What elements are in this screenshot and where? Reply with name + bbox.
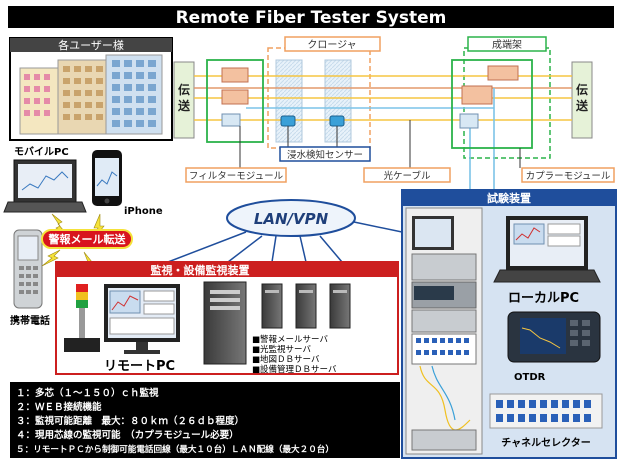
lan-vpn-cloud: LAN/VPN <box>167 199 403 263</box>
fiber-lines <box>194 75 572 198</box>
optical-cable-label-box: 光ケーブル <box>363 120 451 183</box>
transmission-left: 伝送 <box>173 61 195 139</box>
feature-item: ３：監視可能距離 最大：８０ｋｍ（２６ｄｂ程度） <box>16 415 244 427</box>
remote-pc-monitor <box>104 284 180 354</box>
coupler-module-label-box: カプラーモジュール <box>519 148 615 183</box>
joint-rack-region: 成端架 <box>463 36 551 159</box>
monitoring-box: 監視・設備監視装置 リモートPC <box>55 261 399 375</box>
cell-phone: 携帯電話 <box>10 229 50 327</box>
feature-item: ２：ＷＥＢ接続機能 <box>16 401 102 413</box>
feature-item: ４：現用芯線の監視可能 （カプラモジュール必要） <box>16 429 239 441</box>
title-bar: Remote Fiber Tester System <box>8 6 614 28</box>
page-title: Remote Fiber Tester System <box>176 8 447 28</box>
optical-cable-label: 光ケーブル <box>384 170 431 182</box>
signal-tower-icon <box>64 284 100 352</box>
server-list-item: ■地図ＤＢサーバ <box>252 354 320 365</box>
water-sensor-label-box: 浸水検知センサー <box>279 126 371 162</box>
users-box: 各ユーザー様 <box>9 37 173 141</box>
channel-selector-device <box>489 393 603 429</box>
features-box: １：多芯（１～１５０）ｃｈ監視 ２：ＷＥＢ接続機能 ３：監視可能距離 最大：８０… <box>10 382 400 458</box>
users-box-label: 各ユーザー様 <box>58 38 124 52</box>
transmission-right: 伝送 <box>571 61 593 139</box>
alarm-mail-banner: 警報メール転送 <box>41 229 133 249</box>
coupler-module-label: カプラーモジュール <box>526 171 611 182</box>
iphone-label: iPhone <box>124 206 163 217</box>
server-rack-icon <box>261 283 351 329</box>
server-tower-icon <box>203 281 247 365</box>
building-icon <box>19 54 163 135</box>
local-pc-label: ローカルPC <box>508 291 579 306</box>
mobile-pc-label: モバイルPC <box>14 146 69 158</box>
network-label: LAN/VPN <box>254 210 329 228</box>
water-sensor-icon <box>280 115 345 127</box>
server-list-item: ■光監視サーバ <box>252 344 311 355</box>
filter-module-group <box>206 59 264 143</box>
cell-phone-label: 携帯電話 <box>10 314 50 327</box>
feature-item: ５：リモートＰＣから制御可能電話回線（最大１０台）ＬＡＮ配線（最大２０台） <box>16 443 334 455</box>
test-equipment-label: 試験装置 <box>487 191 531 205</box>
coupler-module-group <box>451 59 533 149</box>
water-sensor-label: 浸水検知センサー <box>287 149 363 161</box>
mobile-pc: モバイルPC <box>3 146 87 213</box>
local-pc-laptop <box>493 216 601 283</box>
server-list-item: ■設備管理ＤＢサーバ <box>252 364 337 375</box>
feature-item: １：多芯（１～１５０）ｃｈ監視 <box>16 387 159 399</box>
server-list-item: ■警報メールサーバ <box>252 334 328 345</box>
closure-label: クロージャ <box>307 39 356 51</box>
test-equipment-box: 試験装置 ロ <box>401 189 617 459</box>
channel-selector-label: チャネルセレクター <box>501 437 591 449</box>
closure-region: クロージャ <box>267 36 381 149</box>
monitoring-box-label: 監視・設備監視装置 <box>151 263 250 277</box>
remote-pc-label: リモートPC <box>104 359 175 374</box>
transmission-left-label: 伝送 <box>177 82 191 113</box>
joint-rack-label: 成端架 <box>492 38 522 51</box>
equipment-rack <box>405 207 483 455</box>
iphone: iPhone <box>92 150 163 217</box>
otdr-device <box>507 311 601 363</box>
filter-module-label: フィルターモジュール <box>189 171 284 182</box>
alarm-mail-label: 警報メール転送 <box>48 232 127 246</box>
transmission-right-label: 伝送 <box>575 82 589 113</box>
otdr-label: OTDR <box>514 372 546 383</box>
filter-module-label-box: フィルターモジュール <box>185 126 287 183</box>
